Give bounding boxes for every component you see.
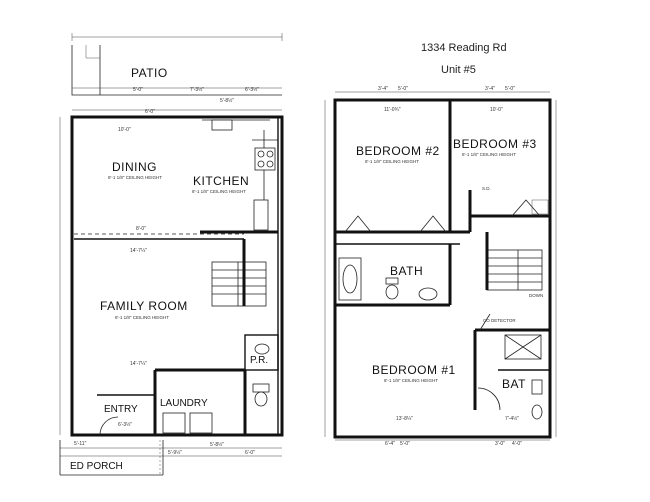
room-label-bedroom-2: BEDROOM #2 xyxy=(356,144,440,158)
svg-text:10'-0": 10'-0" xyxy=(118,127,131,133)
bedroom-1-ceiling-note: 8'-1 1/8" CEILING HEIGHT xyxy=(384,378,438,383)
room-label-bedroom-3: BEDROOM #3 xyxy=(453,137,537,151)
svg-text:7'-4½": 7'-4½" xyxy=(505,415,519,422)
room-label-family-room: FAMILY ROOM xyxy=(100,299,188,313)
second-floor-plan xyxy=(324,91,557,441)
room-label-bedroom-1: BEDROOM #1 xyxy=(372,363,456,377)
svg-text:3'-4": 3'-4" xyxy=(485,86,495,92)
svg-text:5'-8½": 5'-8½" xyxy=(220,97,234,104)
second-floor-dimensions: 3'-4" 5'-0" 3'-4" 5'-0" 11'-0¾" 10'-0" 1… xyxy=(378,86,522,447)
svg-text:4'-0": 4'-0" xyxy=(512,441,522,447)
svg-text:6'-4": 6'-4" xyxy=(385,441,395,447)
svg-text:3'-0": 3'-0" xyxy=(495,441,505,447)
svg-text:5'-0": 5'-0" xyxy=(398,86,408,92)
svg-text:8'-0": 8'-0" xyxy=(136,226,146,232)
svg-text:5'-8½": 5'-8½" xyxy=(210,441,224,448)
smoke-detector-note: S.D. xyxy=(482,186,491,191)
address-label: 1334 Reading Rd xyxy=(421,42,507,54)
svg-text:10'-0": 10'-0" xyxy=(490,107,503,113)
room-label-patio: PATIO xyxy=(131,66,168,80)
svg-text:5'-0": 5'-0" xyxy=(400,441,410,447)
svg-text:5'-9½": 5'-9½" xyxy=(168,449,182,456)
bedroom-3-ceiling-note: 8'-1 1/8" CEILING HEIGHT xyxy=(462,152,516,157)
svg-text:6'-0": 6'-0" xyxy=(145,109,155,115)
room-label-porch: ED PORCH xyxy=(70,461,123,472)
unit-label: Unit #5 xyxy=(441,64,476,76)
room-label-laundry: LAUNDRY xyxy=(160,398,208,409)
family-ceiling-note: 8'-1 1/8" CEILING HEIGHT xyxy=(115,315,169,320)
room-label-bath: BATH xyxy=(390,264,423,278)
room-label-bath-2: BAT xyxy=(502,377,526,391)
svg-text:14'-7¼": 14'-7¼" xyxy=(130,361,147,367)
dining-ceiling-note: 8'-1 1/8" CEILING HEIGHT xyxy=(108,175,162,180)
svg-text:5'-11": 5'-11" xyxy=(74,441,87,447)
room-label-dining: DINING xyxy=(112,160,157,174)
svg-text:11'-0¾": 11'-0¾" xyxy=(384,107,401,113)
svg-text:6'-0": 6'-0" xyxy=(245,450,255,456)
bedroom-2-ceiling-note: 8'-1 1/8" CEILING HEIGHT xyxy=(365,159,419,164)
svg-text:6'-3½": 6'-3½" xyxy=(245,86,259,93)
first-floor-dimensions: 5'-0" 7'-3½" 6'-3½" 5'-8½" 6'-0" 10'-0" … xyxy=(74,86,259,456)
svg-text:5'-0": 5'-0" xyxy=(133,87,143,93)
room-label-entry: ENTRY xyxy=(104,404,138,415)
svg-text:14'-7¼": 14'-7¼" xyxy=(130,248,147,254)
room-label-powder-room: P.R. xyxy=(250,355,268,366)
svg-text:7'-3½": 7'-3½" xyxy=(190,86,204,93)
svg-text:6'-3½": 6'-3½" xyxy=(118,421,132,428)
first-floor-plan xyxy=(59,33,284,476)
stair-down-note: DOWN xyxy=(529,293,543,298)
kitchen-ceiling-note: 8'-1 1/8" CEILING HEIGHT xyxy=(192,189,246,194)
room-label-kitchen: KITCHEN xyxy=(193,174,249,188)
co-detector-note: CO DETECTOR xyxy=(483,318,516,323)
svg-text:5'-0": 5'-0" xyxy=(505,86,515,92)
svg-text:3'-4": 3'-4" xyxy=(378,86,388,92)
svg-text:13'-8¼": 13'-8¼" xyxy=(396,416,413,422)
